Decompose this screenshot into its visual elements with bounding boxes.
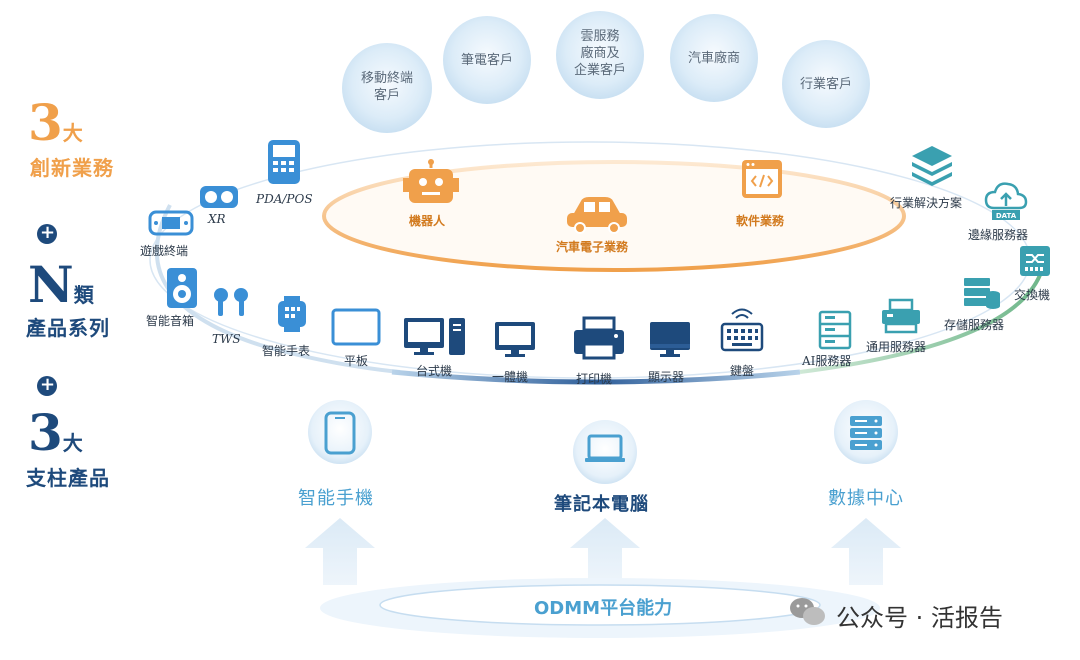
- customer-label-auto: 汽車廠商: [674, 50, 754, 67]
- monitor-label: 顯示器: [648, 370, 685, 384]
- customer-label-cloud-line1: 雲服務: [580, 29, 620, 44]
- up-arrow-2: [570, 518, 640, 585]
- vr-headset-icon: [200, 186, 238, 208]
- plus-sign-1: +: [40, 222, 56, 243]
- customer-bubble-2: [443, 16, 531, 104]
- customer-label-industry-line1: 行業客戶: [799, 77, 852, 92]
- smart-speaker-label: 智能音箱: [146, 314, 195, 328]
- laptop-icon: [585, 434, 625, 462]
- all-in-one-pc-icon: [495, 322, 535, 357]
- game-terminal-label: 遊戲終端: [140, 244, 189, 258]
- pillar-count-number: 3: [28, 403, 63, 462]
- customer-label-industry: 行業客戶: [786, 76, 866, 93]
- desktop-pc-icon: [404, 318, 465, 355]
- pillar-phone-circle: [308, 400, 372, 464]
- bottom-arc: [391, 369, 801, 385]
- tablet-label: 平板: [344, 354, 369, 368]
- speaker-icon: [167, 268, 197, 308]
- customer-bubble-3: [556, 11, 644, 99]
- cloud-data-icon: DATA: [984, 182, 1028, 220]
- pillar-count-label: 支柱產品: [26, 466, 110, 490]
- printer-label: 打印機: [576, 372, 613, 386]
- customer-label-laptop-line1: 筆電客戶: [460, 53, 513, 68]
- all-in-one-label: 一體機: [492, 370, 529, 384]
- odmm-platform-label: ODMM平台能力: [534, 598, 673, 619]
- game-console-icon: [148, 210, 194, 236]
- customer-bubble-1: [342, 43, 432, 133]
- monitor-icon: [650, 322, 690, 357]
- earbuds-icon: [214, 288, 248, 316]
- pillar-datacenter-label: 數據中心: [828, 488, 904, 509]
- pos-terminal-icon: [268, 140, 300, 184]
- general-server-icon: [882, 298, 920, 334]
- product-series-suffix: 類: [73, 283, 94, 307]
- customer-label-laptop: 筆電客戶: [447, 52, 527, 69]
- pillar-count-suffix: 大: [62, 431, 83, 455]
- keyboard-icon: [720, 308, 764, 352]
- xr-label: XR: [208, 212, 226, 226]
- platform-ellipse-inner: [379, 584, 821, 626]
- left-arc: [154, 204, 401, 374]
- edge-server-label: 邊緣服務器: [968, 228, 1029, 242]
- pillar-laptop-circle: [573, 420, 637, 484]
- pillar-phone-label: 智能手機: [298, 488, 374, 509]
- storage-server-label: 存儲服務器: [944, 318, 1005, 332]
- right-arc: [799, 274, 1042, 374]
- customer-label-cloud: 雲服務 廠商及 企業客戶: [560, 28, 640, 79]
- smartwatch-label: 智能手表: [262, 344, 311, 358]
- product-series-letter: N: [28, 255, 74, 314]
- keyboard-label: 鍵盤: [730, 364, 755, 378]
- robot-icon: [403, 159, 459, 203]
- smartwatch-icon: [278, 296, 306, 332]
- software-label: 軟件業務: [736, 214, 785, 228]
- product-series-block: N類: [28, 260, 94, 310]
- watermark-text: 公众号 · 活报告: [836, 604, 1003, 632]
- customer-label-auto-line1: 汽車廠商: [687, 51, 740, 66]
- switch-label: 交換機: [1014, 288, 1051, 302]
- innovation-count-number: 3: [28, 93, 63, 152]
- desktop-label: 台式機: [416, 364, 453, 378]
- plus-sign-2: +: [40, 374, 56, 395]
- up-arrow-1: [305, 518, 375, 585]
- ai-server-label: AI服務器: [802, 354, 852, 368]
- industry-solution-label: 行業解決方案: [890, 196, 963, 210]
- smartphone-icon: [324, 411, 356, 455]
- storage-server-icon: [964, 278, 1000, 309]
- customer-label-mobile-line1: 移動終端: [360, 71, 413, 86]
- product-series-label: 產品系列: [26, 316, 110, 340]
- tws-label: TWS: [212, 332, 241, 346]
- car-icon: [567, 197, 627, 234]
- tablet-icon: [331, 308, 381, 346]
- layers-stack-icon: [912, 146, 952, 186]
- customer-label-mobile-line2: 客戶: [373, 88, 400, 103]
- data-tag-text: DATA: [996, 212, 1017, 220]
- customer-label-cloud-line2: 廠商及: [580, 46, 620, 61]
- innovation-count-label: 創新業務: [30, 156, 114, 180]
- printer-icon: [574, 316, 624, 360]
- innovation-count-suffix: 大: [62, 121, 83, 145]
- network-switch-icon: [1020, 246, 1050, 276]
- code-window-icon: [742, 160, 782, 198]
- customer-bubble-5: [782, 40, 870, 128]
- wechat-logo-icon: [790, 598, 825, 625]
- general-server-label: 通用服務器: [866, 340, 927, 354]
- plus-circle-2: [37, 376, 57, 396]
- pillar-count-block: 3大: [28, 408, 83, 458]
- customer-label-cloud-line3: 企業客戶: [573, 63, 626, 78]
- pos-label: PDA/POS: [256, 192, 313, 206]
- customer-bubbles: [342, 11, 870, 133]
- ai-server-icon: [818, 310, 852, 350]
- pillar-laptop-label: 筆記本電腦: [554, 494, 649, 515]
- innovation-count-block: 3大: [28, 98, 83, 148]
- robot-label: 機器人: [409, 214, 446, 228]
- up-arrow-3: [831, 518, 901, 585]
- plus-circle-1: [37, 224, 57, 244]
- customer-bubble-4: [670, 14, 758, 102]
- customer-label-mobile: 移動終端 客戶: [347, 70, 427, 104]
- auto-electronics-label: 汽車電子業務: [556, 240, 629, 254]
- server-rack-icon: [850, 416, 882, 450]
